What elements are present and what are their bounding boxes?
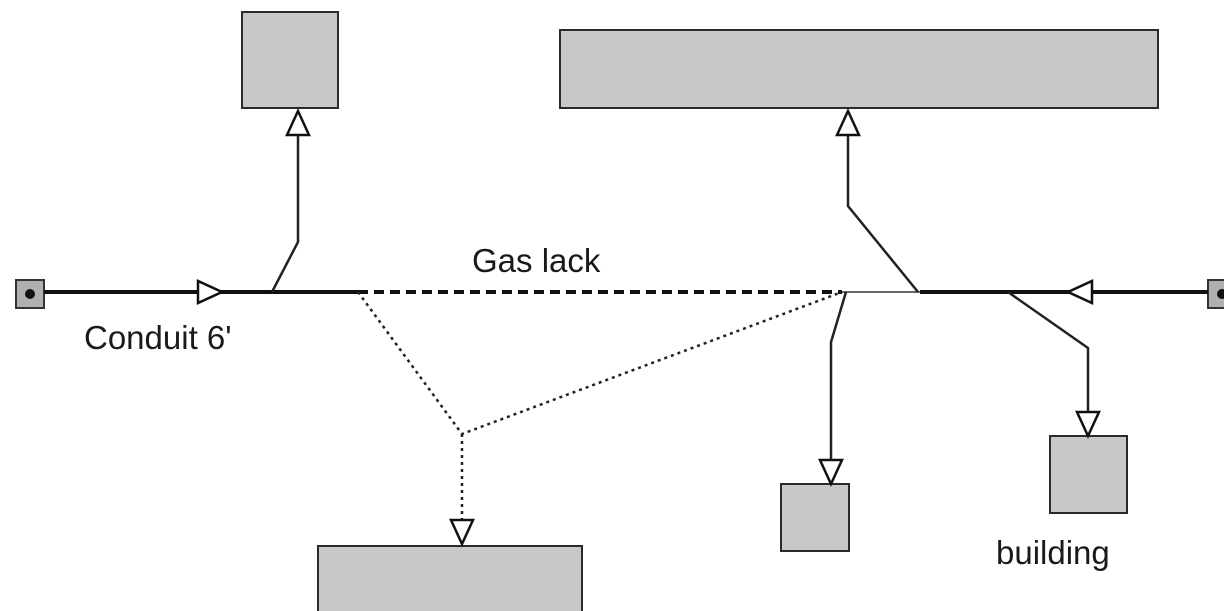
flow-arrow-icon	[196, 279, 226, 305]
top-right-box	[559, 29, 1159, 109]
top-left-box	[241, 11, 339, 109]
dotted-branch	[356, 290, 843, 436]
branch-top-left	[270, 135, 300, 293]
source-terminal-icon	[15, 279, 45, 309]
branch-top-right	[846, 135, 919, 293]
flow-arrow-icon	[1075, 410, 1101, 440]
bottom-center-box	[317, 545, 583, 611]
flow-arrow-icon	[1064, 279, 1094, 305]
building-box	[1049, 435, 1128, 514]
bottom-small-box	[780, 483, 850, 552]
branch-bottom-small	[829, 291, 848, 460]
flow-arrow-icon	[835, 107, 861, 137]
flow-arrow-icon	[449, 518, 475, 548]
building-label: building	[996, 534, 1110, 571]
flow-arrow-icon	[818, 458, 844, 488]
conduit-label: Conduit 6'	[84, 319, 232, 356]
flow-arrow-icon	[285, 107, 311, 137]
sink-terminal-icon	[1207, 279, 1224, 309]
gas-lack-label: Gas lack	[472, 242, 601, 279]
branch-building	[1007, 290, 1090, 412]
